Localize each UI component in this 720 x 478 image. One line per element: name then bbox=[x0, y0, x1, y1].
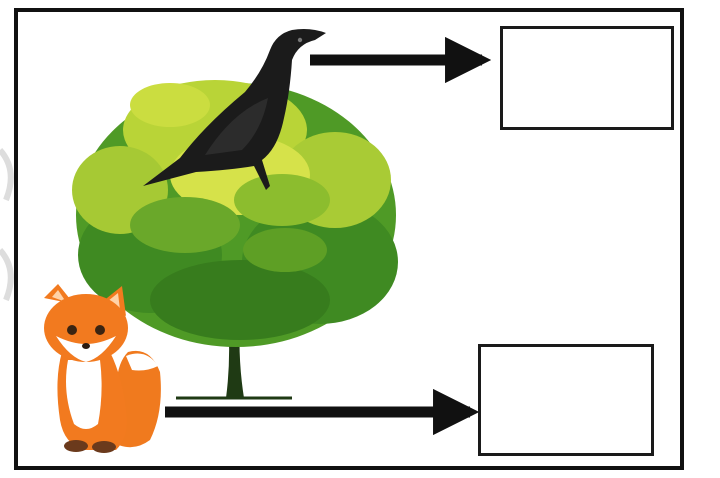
fox-tail-tip bbox=[126, 353, 158, 371]
answer-box-bottom[interactable] bbox=[478, 344, 654, 456]
crow-eye bbox=[297, 37, 303, 43]
fox bbox=[44, 284, 161, 453]
crow-body bbox=[143, 29, 326, 190]
fox-paw-right bbox=[92, 441, 116, 453]
fox-tail bbox=[116, 350, 161, 448]
fox-inner-ear-left bbox=[52, 290, 66, 302]
fox-chest bbox=[66, 360, 102, 429]
fox-paw-left bbox=[64, 440, 88, 452]
fox-eye-left bbox=[67, 325, 77, 335]
fox-eye-right bbox=[95, 325, 105, 335]
answer-box-top[interactable] bbox=[500, 26, 674, 130]
crow bbox=[143, 29, 326, 190]
fox-nose bbox=[82, 343, 90, 349]
crow-wing bbox=[205, 98, 268, 155]
